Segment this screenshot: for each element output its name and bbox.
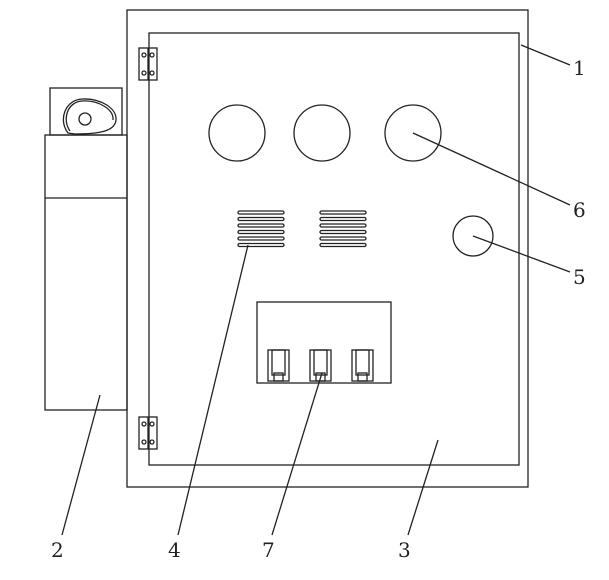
label-3: 3 (398, 538, 411, 562)
label-7: 7 (262, 538, 275, 562)
vent-slot (237, 210, 285, 215)
vent-left (237, 210, 285, 248)
label-2: 2 (51, 538, 64, 562)
vent-slot (319, 236, 367, 241)
switch-panel (256, 301, 392, 384)
vent-slot (237, 216, 285, 222)
vent-slot (319, 223, 367, 228)
vent-slot (237, 229, 285, 235)
side-unit (44, 87, 128, 411)
vent-right (319, 210, 367, 248)
label-5: 5 (573, 265, 586, 289)
vent-slot (237, 223, 285, 228)
vent-slot (319, 242, 367, 248)
cabinet-body (126, 9, 529, 488)
hinge-bottom (138, 416, 158, 450)
knob (452, 215, 494, 257)
label-1: 1 (573, 56, 586, 80)
vent-slot (237, 236, 285, 241)
label-4: 4 (168, 538, 181, 562)
leader-lines (61, 44, 571, 536)
indicator-lights (208, 104, 442, 162)
switch (267, 349, 290, 382)
vent-slot (237, 242, 285, 248)
hinge-top (138, 47, 158, 81)
switch (309, 349, 332, 382)
vent-slot (319, 216, 367, 222)
vent-slot (319, 210, 367, 215)
switch (351, 349, 374, 382)
label-6: 6 (573, 198, 586, 222)
vent-slot (319, 229, 367, 235)
